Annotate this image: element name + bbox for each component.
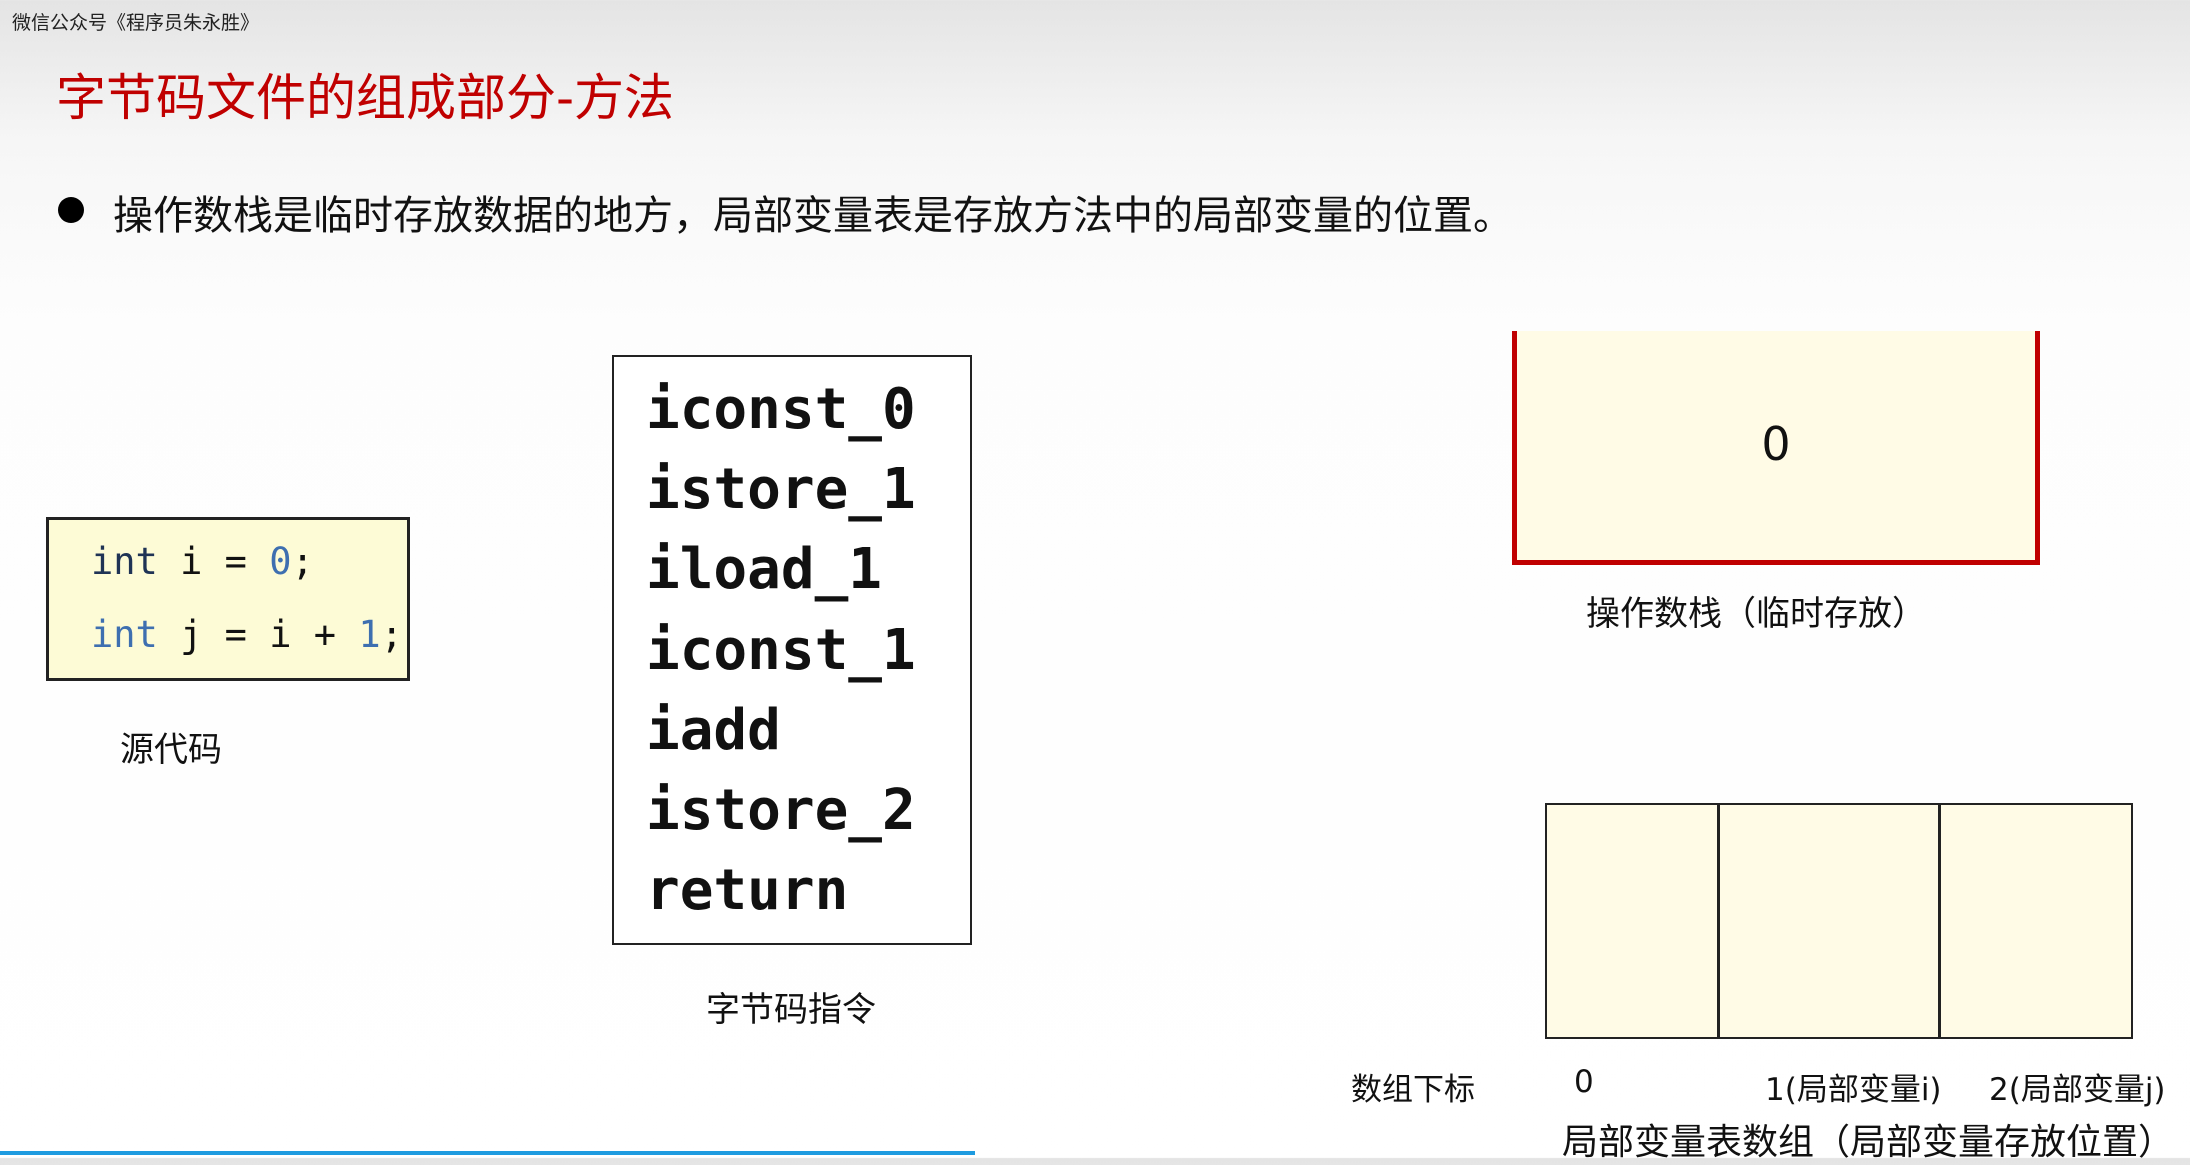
bytecode-line: iconst_1 <box>646 618 916 683</box>
local-variable-table <box>1545 803 2133 1039</box>
bytecode-label: 字节码指令 <box>706 990 876 1030</box>
operand-stack: 0 <box>1512 331 2040 565</box>
operand-stack-label: 操作数栈（临时存放） <box>1586 594 1926 634</box>
code-text: ; <box>291 540 314 583</box>
video-progress-bar[interactable] <box>0 1151 975 1155</box>
index-label: 数组下标 <box>1351 1072 1475 1108</box>
slot-divider <box>1938 805 1941 1037</box>
code-text: i = <box>157 540 270 583</box>
bytecode-line: istore_2 <box>646 778 916 843</box>
code-text: j = i + <box>157 613 359 656</box>
local-variable-table-label: 局部变量表数组（局部变量存放位置） <box>1562 1122 2175 1163</box>
slot-index-0: 0 <box>1574 1064 1594 1100</box>
bytecode-line: iload_1 <box>646 537 883 602</box>
number-literal: 1 <box>358 613 381 656</box>
bytecode-line: iadd <box>646 698 781 763</box>
code-line-2: int j = i + 1; <box>91 613 403 656</box>
bullet-icon <box>58 197 84 223</box>
watermark: 微信公众号《程序员朱永胜》 <box>12 12 260 34</box>
bytecode-line: return <box>646 858 849 923</box>
source-code-box: int i = 0; int j = i + 1; <box>46 517 410 681</box>
slide-title: 字节码文件的组成部分-方法 <box>56 69 675 127</box>
slot-index-2: 2(局部变量j) <box>1989 1072 2166 1108</box>
source-code-label: 源代码 <box>120 730 222 770</box>
bytecode-box: iconst_0 istore_1 iload_1 iconst_1 iadd … <box>612 355 972 945</box>
bytecode-line: istore_1 <box>646 457 916 522</box>
slot-divider <box>1717 805 1720 1037</box>
code-text: ; <box>380 613 403 656</box>
bullet-text: 操作数栈是临时存放数据的地方，局部变量表是存放方法中的局部变量的位置。 <box>113 193 1513 239</box>
stack-value: 0 <box>1761 417 1791 471</box>
keyword: int <box>91 540 158 583</box>
number-literal: 0 <box>269 540 292 583</box>
code-line-1: int i = 0; <box>91 540 314 583</box>
bytecode-line: iconst_0 <box>646 377 916 442</box>
keyword: int <box>91 613 158 656</box>
slot-index-1: 1(局部变量i) <box>1765 1072 1942 1108</box>
